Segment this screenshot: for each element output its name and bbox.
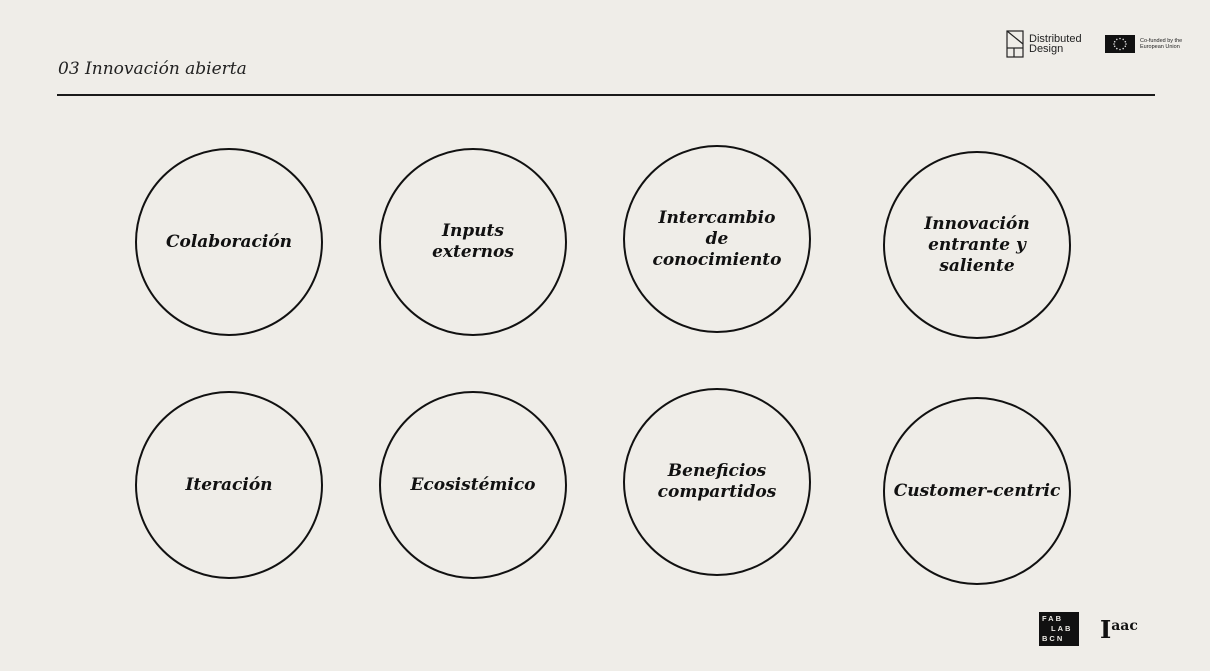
concept-circle: Iteración xyxy=(135,391,323,579)
fablab-line: BCN xyxy=(1042,634,1065,643)
distributed-design-logo-icon xyxy=(1006,30,1024,58)
concept-label: Intercambio de conocimiento xyxy=(652,207,782,270)
concept-label: Customer-centric xyxy=(893,480,1061,501)
concept-label: Colaboración xyxy=(165,231,293,252)
concept-circle: Colaboración xyxy=(135,148,323,336)
concept-circle: Beneficios compartidos xyxy=(623,388,811,576)
concept-circle: Innovación entrante y saliente xyxy=(883,151,1071,339)
eu-flag-icon xyxy=(1105,35,1135,53)
eu-text-line-2: European Union xyxy=(1140,44,1180,50)
concept-label: Innovación entrante y saliente xyxy=(924,213,1030,276)
fablab-line: LAB xyxy=(1051,624,1073,633)
concept-circle: Ecosistémico xyxy=(379,391,567,579)
iaac-logo-icon: Iaac xyxy=(1100,615,1138,644)
iaac-logo-sup: aac xyxy=(1111,618,1138,634)
concept-label: Ecosistémico xyxy=(410,474,536,495)
eu-text-line-1: Co-funded by the xyxy=(1140,37,1183,44)
concept-label: Iteración xyxy=(185,474,273,495)
header-divider xyxy=(57,94,1155,96)
fablab-line: FAB xyxy=(1042,614,1063,623)
fablab-bcn-logo-icon: FAB LAB BCN xyxy=(1039,612,1079,646)
distributed-design-logo: Distributed Design xyxy=(1006,30,1082,58)
concept-label: Inputs externos xyxy=(432,221,514,262)
concept-label: Beneficios compartidos xyxy=(657,461,777,502)
iaac-logo-main: I xyxy=(1100,615,1112,644)
concept-circle: Inputs externos xyxy=(379,148,567,336)
page-title: 03 Innovación abierta xyxy=(58,59,247,79)
eu-cofunded-logo: Co-funded by the European Union xyxy=(1105,35,1182,53)
concept-circle: Customer-centric xyxy=(883,397,1071,585)
concept-circle: Intercambio de conocimiento xyxy=(623,145,811,333)
dd-logo-line-1: Distributed xyxy=(1029,33,1082,45)
dd-logo-line-2: Design xyxy=(1029,43,1064,55)
